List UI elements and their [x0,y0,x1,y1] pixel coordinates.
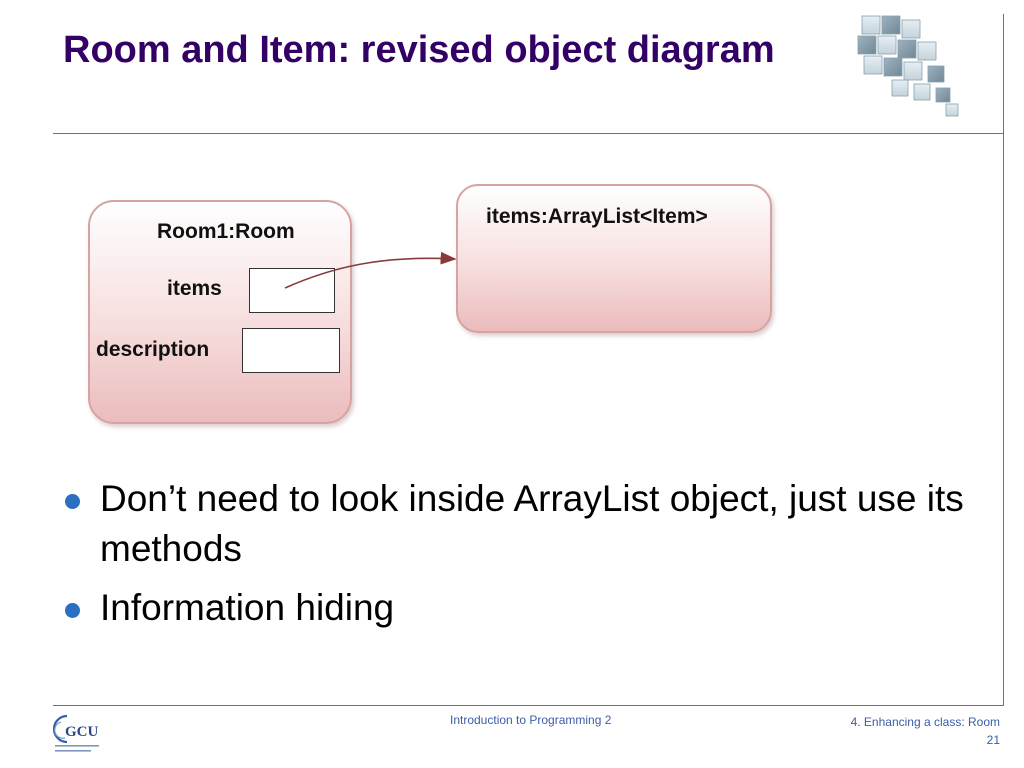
footer-section-block: 4. Enhancing a class: Room 21 [851,713,1000,749]
arraylist-object-box [456,184,772,333]
bullet-text: Don’t need to look inside ArrayList obje… [100,478,964,569]
bullet-dot-icon [65,494,80,509]
footer-course: Introduction to Programming 2 [450,713,612,727]
description-field-slot [242,328,340,373]
gcu-logo-icon: GCU [53,714,99,752]
bullet-item: Information hiding [64,583,984,633]
footer-section: 4. Enhancing a class: Room [850,715,1000,729]
bullet-dot-icon [65,603,80,618]
footer-page-number: 21 [986,733,1000,747]
cube-cluster-logo-icon [857,15,959,117]
room-object-title: Room1:Room [157,220,295,243]
arraylist-object-title: items:ArrayList<Item> [486,205,708,228]
items-field-slot [249,268,335,313]
bullet-list: Don’t need to look inside ArrayList obje… [64,474,984,642]
items-field-label: items [167,277,222,300]
right-border-line [1003,14,1004,706]
svg-text:GCU: GCU [65,724,99,740]
slide-title: Room and Item: revised object diagram [63,29,775,71]
bullet-item: Don’t need to look inside ArrayList obje… [64,474,984,574]
bullet-text: Information hiding [100,587,395,628]
description-field-label: description [96,338,210,361]
footer-divider [53,705,1004,706]
title-divider [53,133,1004,134]
